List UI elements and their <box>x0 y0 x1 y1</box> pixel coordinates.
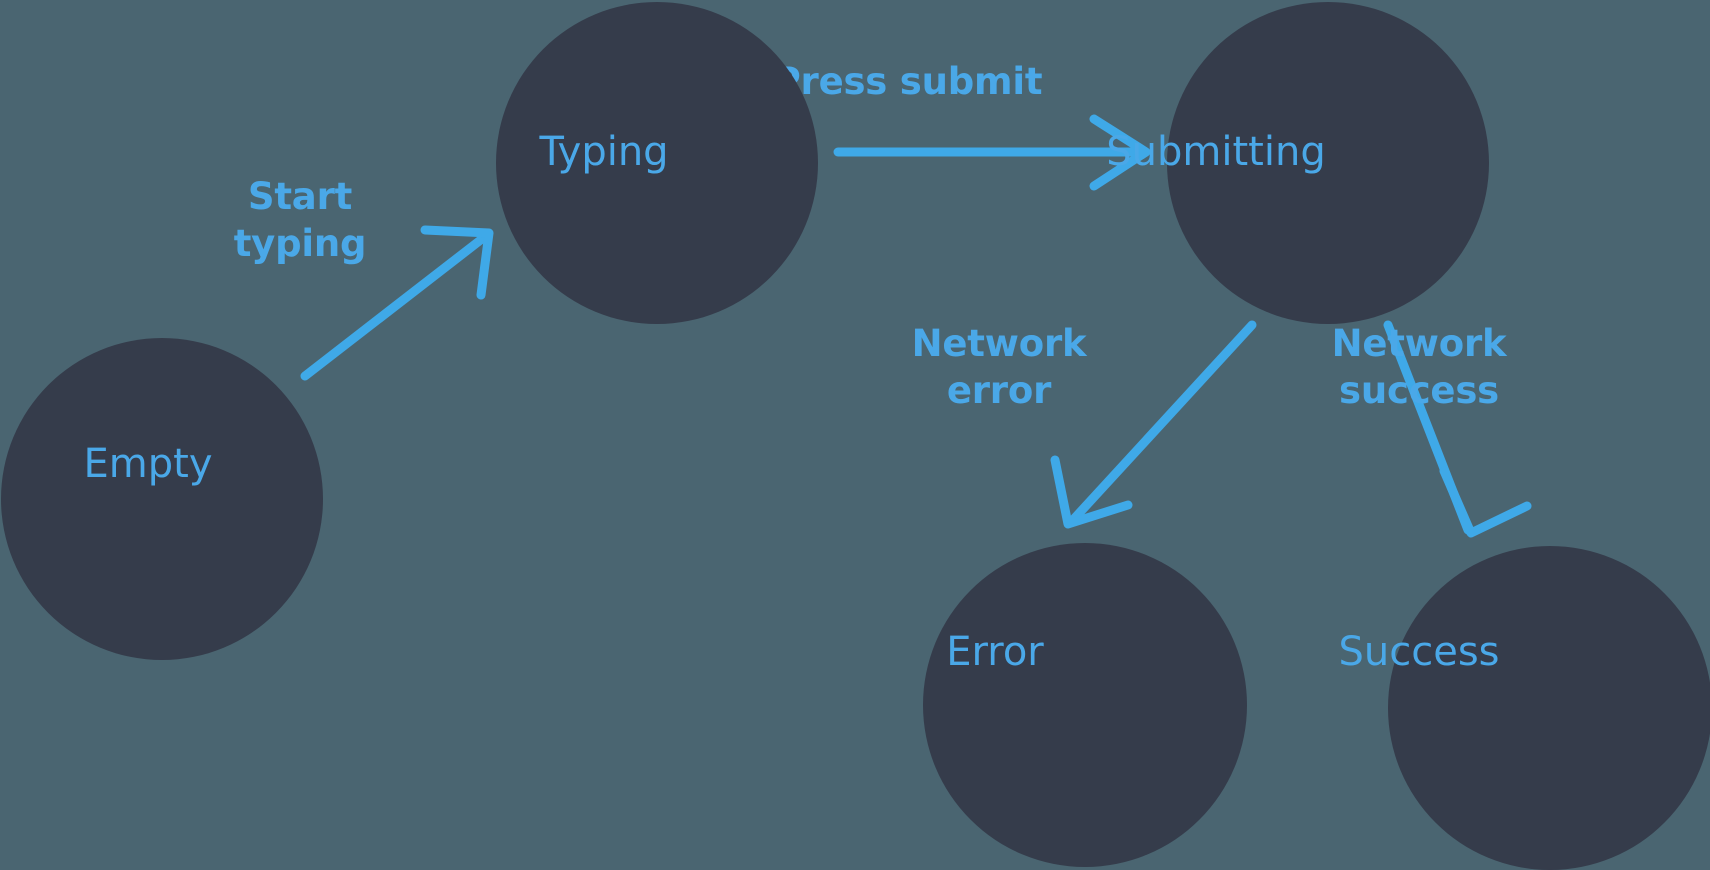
edge-label-line-2: success <box>1339 369 1499 412</box>
state-circle-submitting[interactable] <box>1167 2 1489 324</box>
edge-typing-to-submitting <box>833 114 1151 191</box>
edge-empty-to-typing <box>300 225 494 381</box>
edge-submitting-to-success <box>1383 320 1532 538</box>
edge-label-line-2: typing <box>234 222 367 265</box>
state-node-submitting[interactable]: Submitting <box>1106 2 1489 324</box>
state-label-submitting: Submitting <box>1106 129 1325 175</box>
edge-label-submitting-to-error: Network error <box>912 322 1089 412</box>
edge-line-empty-to-typing <box>300 230 492 381</box>
state-circle-empty[interactable] <box>1 338 323 660</box>
state-node-success[interactable]: Success <box>1338 546 1710 870</box>
state-label-empty: Empty <box>84 441 213 487</box>
state-node-empty[interactable]: Empty <box>1 338 323 660</box>
edge-label-submitting-to-success: Network success <box>1332 322 1509 412</box>
arrowhead-empty-to-typing <box>420 225 494 300</box>
edge-label-empty-to-typing: Start typing <box>234 175 367 265</box>
arrowhead-submitting-to-success <box>1439 466 1532 538</box>
state-circle-success[interactable] <box>1388 546 1710 870</box>
state-circle-typing[interactable] <box>496 2 818 324</box>
edge-label-line-1: Network <box>912 322 1088 365</box>
state-label-typing: Typing <box>538 129 668 175</box>
edge-label-line-2: error <box>947 369 1052 412</box>
arrowhead-typing-to-submitting <box>1089 114 1151 191</box>
arrowhead-submitting-to-error <box>1050 455 1133 529</box>
state-label-error: Error <box>946 629 1044 675</box>
edge-submitting-to-error <box>1050 320 1257 529</box>
edge-label-line-1: Start <box>248 175 352 218</box>
edge-line-submitting-to-error <box>1067 320 1257 526</box>
state-circle-error[interactable] <box>923 543 1247 867</box>
edge-label-typing-to-submitting: Press submit <box>774 60 1043 103</box>
state-node-typing[interactable]: Typing <box>496 2 818 324</box>
state-label-success: Success <box>1338 629 1499 675</box>
edge-label-line-1: Network <box>1332 322 1508 365</box>
state-node-error[interactable]: Error <box>923 543 1247 867</box>
edge-label-line-1: Press submit <box>774 60 1043 103</box>
